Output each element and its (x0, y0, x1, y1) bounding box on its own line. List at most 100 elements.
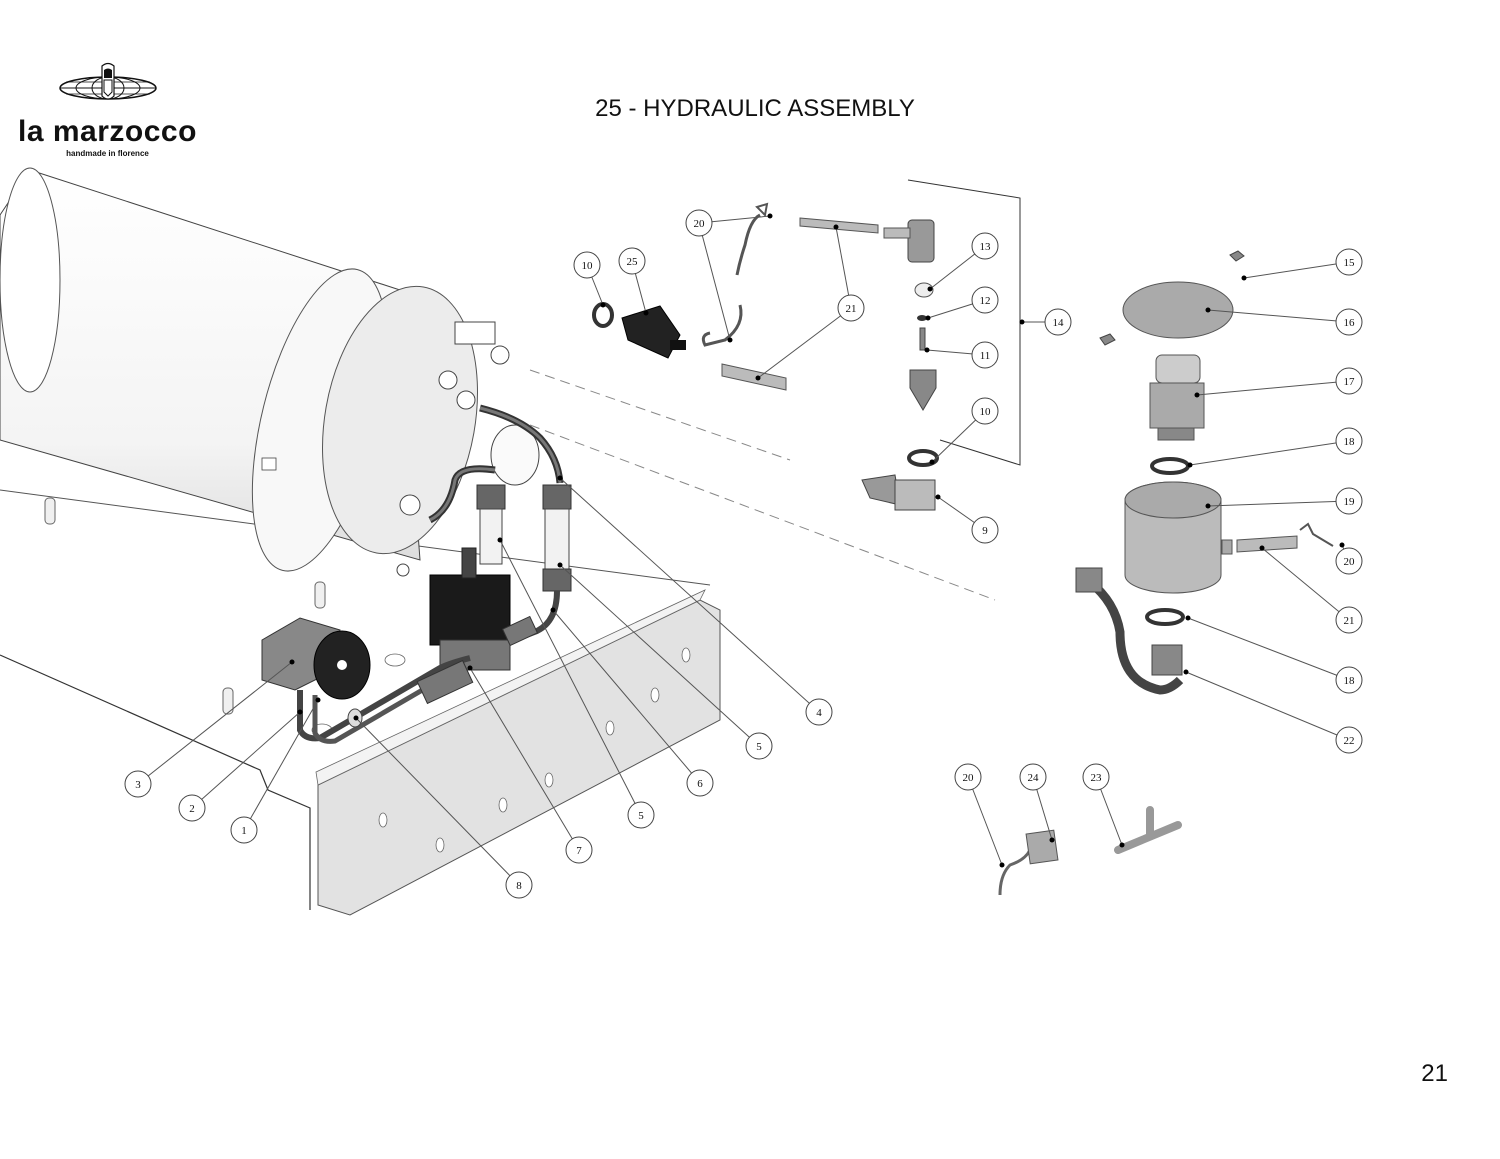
leader-line (559, 477, 820, 713)
callout-label: 22 (1344, 735, 1355, 747)
callout-label: 24 (1028, 772, 1040, 784)
leader-dot (767, 213, 773, 219)
leader-dot (643, 310, 649, 316)
callout-label: 20 (1344, 556, 1356, 568)
callout-bubble (1082, 763, 1110, 791)
callout-5: 5 (627, 801, 655, 829)
callout-15: 15 (1335, 248, 1363, 276)
callout-bubble (505, 871, 533, 899)
callout-bubble (565, 836, 593, 864)
callout-bubble (1335, 547, 1363, 575)
callout-bubble (1335, 367, 1363, 395)
leader-dot (557, 475, 563, 481)
leader-line (835, 226, 852, 309)
loose-parts (998, 806, 1182, 896)
callout-bubble (685, 209, 713, 237)
leader-dot (353, 715, 359, 721)
callout-bubble (618, 247, 646, 275)
leader-dot (924, 347, 930, 353)
callout-bubble (573, 251, 601, 279)
leader-line (499, 539, 642, 816)
brand-tagline: handmade in florence (66, 149, 149, 158)
valve-group (261, 547, 539, 744)
leader-dot (727, 337, 733, 343)
callout-bubble (971, 341, 999, 369)
leader-line (967, 776, 1003, 866)
page-number: 21 (1421, 1060, 1448, 1087)
callout-14: 14 (1044, 308, 1072, 336)
callout-label: 21 (846, 303, 857, 315)
leader-dot (1205, 503, 1211, 509)
leader-line (1187, 617, 1350, 681)
leader-line (1196, 380, 1350, 396)
callout-bubble (178, 794, 206, 822)
callout-20: 20 (1335, 547, 1363, 575)
leader-line (1207, 500, 1350, 507)
callout-label: 17 (1344, 376, 1356, 388)
leader-line (137, 661, 293, 785)
callout-6: 6 (686, 769, 714, 797)
callout-4: 4 (805, 698, 833, 726)
callout-label: 18 (1344, 675, 1356, 687)
leader-dot (1183, 669, 1189, 675)
callout-21: 21 (837, 294, 865, 322)
callout-8: 8 (505, 871, 533, 899)
callout-2: 2 (178, 794, 206, 822)
callout-bubble (230, 816, 258, 844)
callout-label: 10 (980, 406, 992, 418)
callout-bubble (971, 516, 999, 544)
callout-label: 11 (980, 350, 991, 362)
callout-label: 20 (963, 772, 975, 784)
callout-label: 7 (576, 845, 582, 857)
callout-19: 19 (1335, 487, 1363, 515)
callout-bubble (1335, 427, 1363, 455)
callout-label: 9 (982, 525, 988, 537)
callout-label: 13 (980, 241, 992, 253)
leader-dot (467, 665, 473, 671)
callout-label: 25 (627, 256, 639, 268)
callout-bubble (1335, 726, 1363, 754)
leader-dot (600, 302, 606, 308)
leader-dot (1119, 842, 1125, 848)
callout-13: 13 (971, 232, 999, 260)
leader-dot (289, 659, 295, 665)
leader-line (355, 717, 520, 886)
leader-dot (557, 562, 563, 568)
callout-9: 9 (971, 516, 999, 544)
leader-dot (1205, 307, 1211, 313)
callout-22: 22 (1335, 726, 1363, 754)
callout-bubble (124, 770, 152, 798)
callout-label: 21 (1344, 615, 1355, 627)
callout-label: 5 (638, 810, 644, 822)
leader-dot (999, 862, 1005, 868)
leader-dot (497, 537, 503, 543)
pressure-group (1075, 250, 1334, 695)
callout-label: 16 (1344, 317, 1356, 329)
leader-line (559, 564, 760, 747)
callout-bubble (954, 763, 982, 791)
leader-dot (935, 494, 941, 500)
leader-dot (1019, 319, 1025, 325)
callout-label: 8 (516, 880, 522, 892)
leader-dot (755, 375, 761, 381)
leader-dot (1241, 275, 1247, 281)
callout-label: 12 (980, 295, 991, 307)
callout-20: 20 (954, 763, 982, 791)
exploded-parts (592, 179, 1021, 511)
callout-24: 24 (1019, 763, 1047, 791)
leader-dot (1259, 545, 1265, 551)
projection-lines (529, 369, 996, 601)
leader-line (1185, 671, 1350, 741)
callout-label: 3 (135, 779, 141, 791)
brand-logo: la marzocco handmade in florence (10, 60, 205, 158)
leader-line (243, 699, 319, 831)
boiler (0, 167, 572, 664)
leader-dot (550, 607, 556, 613)
callout-20: 20 (685, 209, 713, 237)
leader-dot (1049, 837, 1055, 843)
callout-12: 12 (971, 286, 999, 314)
base-frame (0, 489, 721, 916)
page-title: 25 - HYDRAULIC ASSEMBLY (595, 95, 915, 122)
callout-1: 1 (230, 816, 258, 844)
